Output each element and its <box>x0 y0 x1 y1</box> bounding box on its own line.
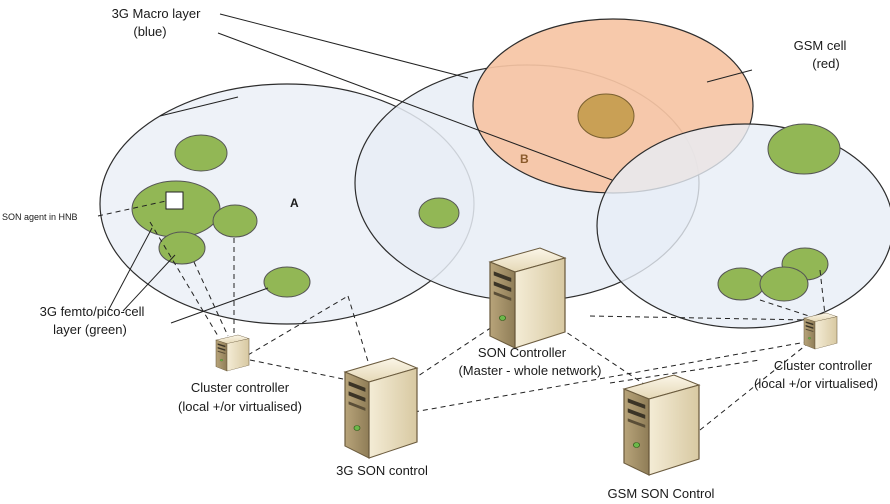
area-b-label: B <box>520 152 529 166</box>
cluster-controller-right-server-icon <box>803 312 838 350</box>
femto-cell <box>263 266 311 298</box>
femto-layer-label: 3G femto/pico-cell <box>40 304 145 319</box>
3g-son-control-server-icon <box>344 357 418 459</box>
femto-cell <box>212 204 258 238</box>
femto-cell <box>418 197 460 229</box>
son-agent-label: SON agent in HNB <box>2 212 78 222</box>
control-links <box>97 200 826 431</box>
cluster-right-label-sub: (local +/or virtualised) <box>754 376 878 391</box>
gsm-cell-label-sub: (red) <box>812 56 839 71</box>
son-controller-label-sub: (Master - whole network) <box>458 363 601 378</box>
gsm-cell-core <box>577 93 635 139</box>
area-a-label: A <box>290 196 299 210</box>
son-agent-box <box>165 191 184 210</box>
macro-layer-label: 3G Macro layer <box>112 6 202 21</box>
cluster-left-label-sub: (local +/or virtualised) <box>178 399 302 414</box>
cluster-right-label: Cluster controller <box>774 358 873 373</box>
femto-cell <box>759 266 809 302</box>
3g-son-control-label: 3G SON control <box>336 463 428 478</box>
son-controller-server-icon <box>489 247 566 349</box>
gsm-son-control-server-icon <box>623 374 700 476</box>
pointer-lines <box>107 13 753 324</box>
cluster-left-label: Cluster controller <box>191 380 290 395</box>
femto-layer-label-sub: layer (green) <box>53 322 127 337</box>
son-controller-label: SON Controller <box>478 345 567 360</box>
gsm-cell-label: GSM cell <box>794 38 847 53</box>
femto-cell <box>717 267 765 301</box>
femto-cell <box>174 134 228 172</box>
macro-layer-label-sub: (blue) <box>133 24 166 39</box>
gsm-son-control-label: GSM SON Control <box>608 486 715 501</box>
femto-cell <box>767 123 841 175</box>
cluster-controller-left-server-icon <box>215 334 250 372</box>
